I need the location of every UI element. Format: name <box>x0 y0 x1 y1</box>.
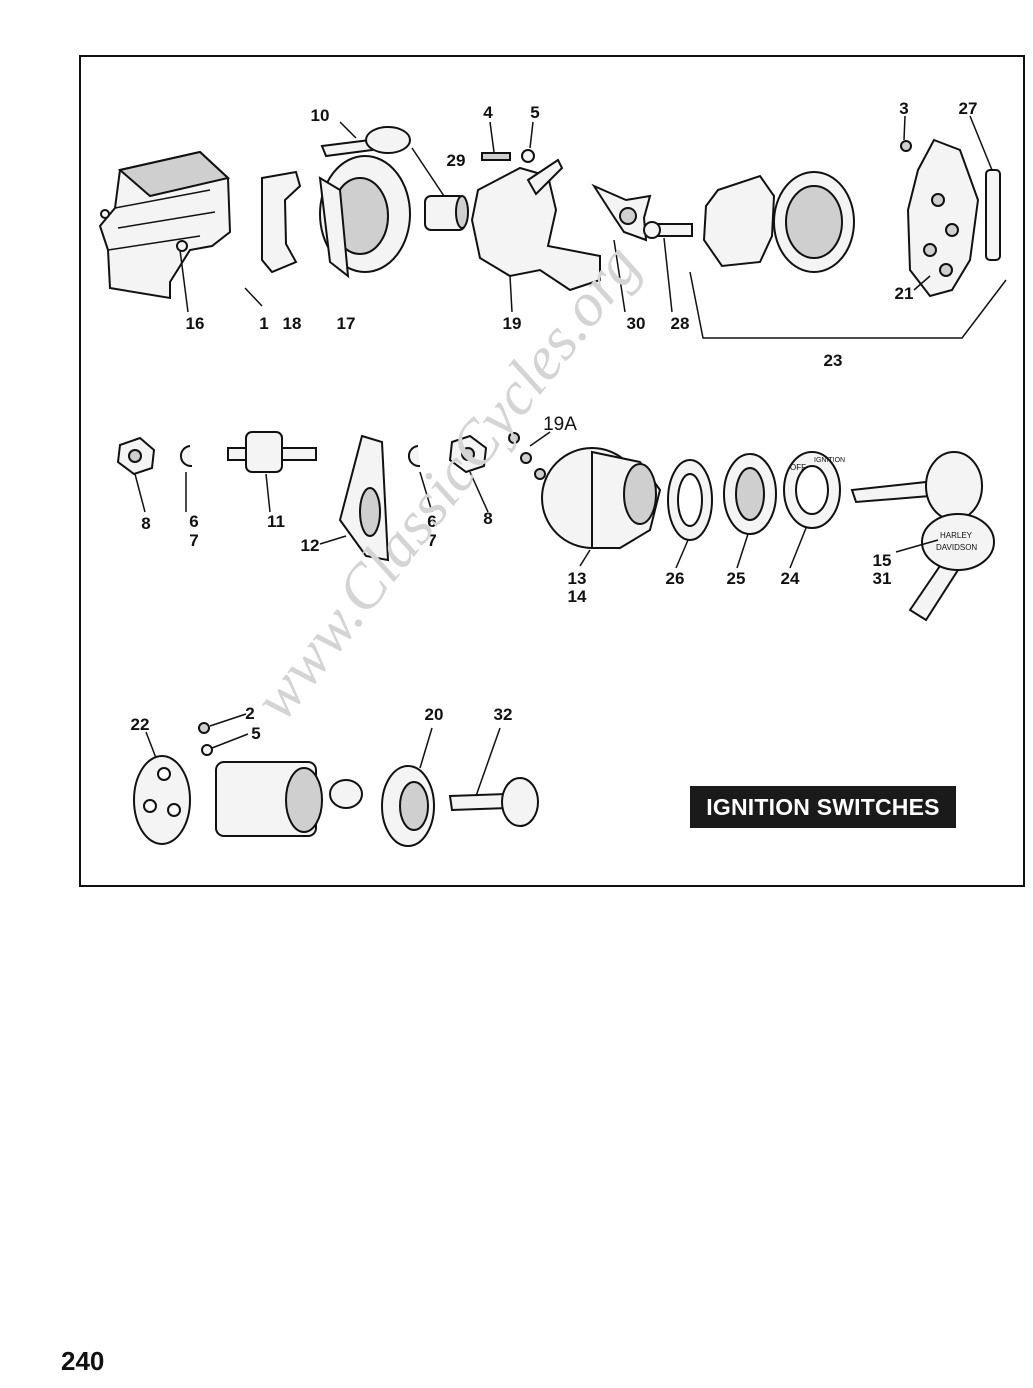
part-23-switch-base <box>702 171 855 273</box>
callout-27: 27 <box>959 99 978 118</box>
part-12-plate <box>338 434 390 562</box>
part-3-screw <box>900 140 912 152</box>
group-23-bracket <box>689 271 1007 339</box>
callout-13: 13 <box>568 569 587 588</box>
part-30-spring <box>591 183 652 242</box>
callout-1: 1 <box>259 314 268 333</box>
part-4-screw <box>481 152 511 161</box>
part-29-lock-cylinder <box>424 195 469 231</box>
part-11-stud <box>227 431 317 473</box>
callout-8-right: 8 <box>483 509 492 528</box>
callout-15: 15 <box>873 551 892 570</box>
ring-off-text: OFF <box>790 463 806 472</box>
callout-17: 17 <box>337 314 356 333</box>
part-8-nut-right <box>448 434 488 474</box>
callout-26: 26 <box>666 569 685 588</box>
part-8-nut-left <box>116 436 156 476</box>
page-number: 240 <box>61 1346 105 1376</box>
part-16-switch-housing <box>98 150 232 300</box>
diagram-frame <box>79 55 1025 887</box>
callout-14: 14 <box>568 587 587 606</box>
callout-16: 16 <box>186 314 205 333</box>
part-5-washer <box>521 149 535 163</box>
callout-22: 22 <box>131 715 150 734</box>
callout-28: 28 <box>671 314 690 333</box>
key-brand-line1: HARLEY <box>940 531 973 540</box>
callout-labels: 16 1 18 17 10 29 4 5 19 30 28 23 3 27 21… <box>131 99 978 743</box>
callout-30: 30 <box>627 314 646 333</box>
ring-ignition-text: IGNITION <box>814 457 845 464</box>
callout-11: 11 <box>267 512 285 531</box>
part-6-lockwasher-left <box>180 445 193 468</box>
part-20-bezel <box>381 765 435 847</box>
callout-8-left: 8 <box>141 514 150 533</box>
callout-29: 29 <box>447 151 466 170</box>
callout-25: 25 <box>727 569 746 588</box>
part-25-nut <box>723 453 777 535</box>
callout-4: 4 <box>483 103 493 122</box>
part-10-key <box>320 126 411 158</box>
callout-6-right: 6 <box>427 512 436 531</box>
callout-5-bottom: 5 <box>251 724 260 743</box>
callout-10: 10 <box>311 106 330 125</box>
part-22-gasket <box>133 755 191 845</box>
callout-2: 2 <box>245 704 254 723</box>
callout-19a: 19A <box>543 414 577 435</box>
part-21-terminal-board <box>906 138 980 298</box>
part-19-plate <box>470 158 601 292</box>
part-32-key <box>448 777 539 827</box>
callout-5-top: 5 <box>530 103 539 122</box>
part-6-lockwasher-right <box>408 445 421 468</box>
callout-24: 24 <box>781 569 800 588</box>
bottom-switch-body <box>215 761 363 837</box>
part-17-shell <box>318 155 411 279</box>
part-18-clamp <box>244 170 302 307</box>
callout-18: 18 <box>283 314 302 333</box>
part-15-keys: HARLEY DAVIDSON <box>850 451 995 622</box>
callout-32: 32 <box>494 705 513 724</box>
part-5-washer-bottom <box>201 744 213 756</box>
part-19a-screws <box>508 432 546 480</box>
part-27-fuse <box>985 169 1001 261</box>
callout-12: 12 <box>301 536 320 555</box>
part-2-screw <box>198 722 210 734</box>
part-28-contact <box>643 221 693 239</box>
callout-7-right: 7 <box>427 531 436 550</box>
callout-3: 3 <box>899 99 908 118</box>
part-26-washer <box>667 459 713 541</box>
callout-19: 19 <box>503 314 522 333</box>
callout-7-left: 7 <box>189 531 198 550</box>
part-13-switch-body <box>541 447 662 549</box>
leader-lines <box>134 115 993 797</box>
callout-31: 31 <box>873 569 892 588</box>
part-24-ring: OFF IGNITION <box>783 451 845 529</box>
callout-6-left: 6 <box>189 512 198 531</box>
callout-20: 20 <box>425 705 444 724</box>
key-brand-line2: DAVIDSON <box>936 543 977 552</box>
callout-21: 21 <box>895 284 914 303</box>
diagram-title: IGNITION SWITCHES <box>690 786 956 828</box>
callout-23: 23 <box>824 351 843 370</box>
